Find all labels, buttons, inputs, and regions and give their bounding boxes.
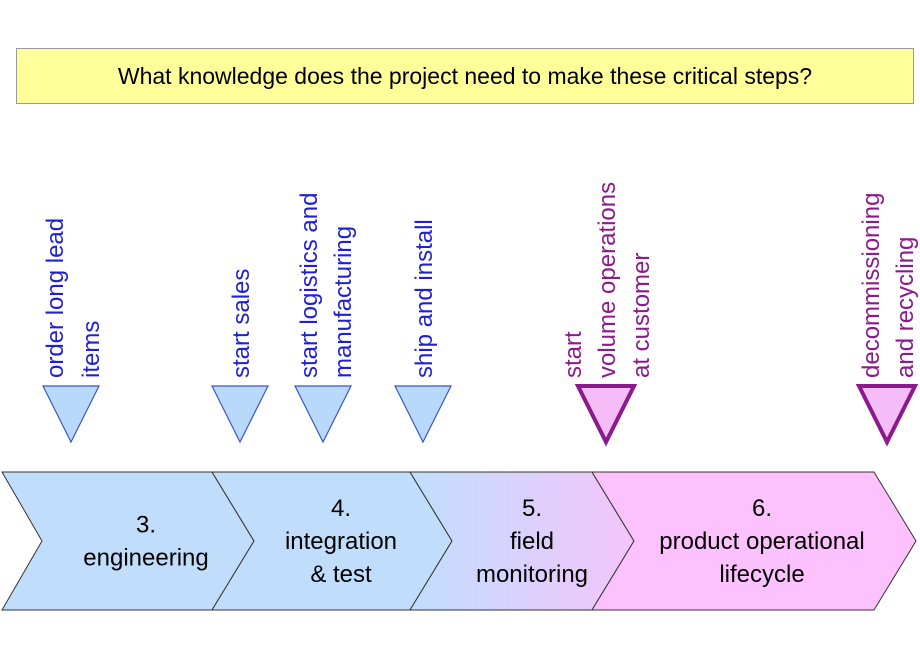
phase-label: 4. xyxy=(331,495,351,522)
milestone-label: volume operations xyxy=(594,182,621,378)
milestone-label: decommissioning xyxy=(858,193,885,378)
phase-label: integration xyxy=(285,528,397,555)
phase-label: & test xyxy=(310,561,372,588)
milestone-marker xyxy=(42,385,100,444)
phase-label: field xyxy=(510,528,554,555)
milestone-marker xyxy=(574,384,638,447)
milestone-label: start sales xyxy=(228,269,255,378)
phase-label: lifecycle xyxy=(719,561,804,588)
milestone-label: ship and install xyxy=(411,219,438,378)
milestone-label: and recycling xyxy=(892,237,919,378)
milestone-marker xyxy=(394,385,452,444)
phase-label: 3. xyxy=(136,512,156,539)
phase-label: 6. xyxy=(752,495,772,522)
milestone-label: items xyxy=(78,321,105,378)
milestone-label: start xyxy=(560,331,587,378)
phase-label: engineering xyxy=(83,545,208,572)
question-text: What knowledge does the project need to … xyxy=(117,62,813,89)
phase-chevron xyxy=(591,471,917,611)
milestone-marker xyxy=(294,385,352,444)
phase-label: product operational xyxy=(659,528,864,555)
milestone-marker xyxy=(211,385,269,444)
phase-label: 5. xyxy=(522,495,542,522)
milestone-label: start logistics and xyxy=(296,193,323,378)
milestone-label: at customer xyxy=(628,253,655,378)
milestone-marker xyxy=(855,384,919,447)
question-banner: What knowledge does the project need to … xyxy=(16,48,914,104)
milestone-label: order long lead xyxy=(42,218,69,378)
milestone-label: manufacturing xyxy=(330,226,357,378)
phase-chevron xyxy=(1,471,255,611)
phase-label: monitoring xyxy=(476,561,588,588)
